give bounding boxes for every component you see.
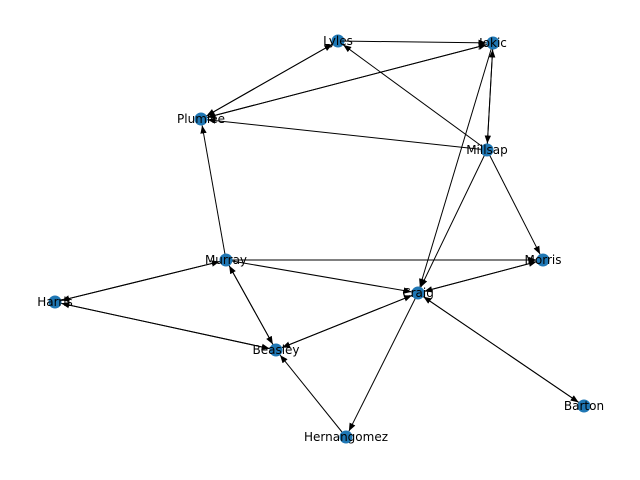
- edge-jokic-to-plumlee: [207, 42, 494, 119]
- node-label-lyles: Lyles: [323, 34, 353, 48]
- edge-lyles-to-jokic: [337, 39, 487, 47]
- edge-beasley-to-craig: [275, 294, 413, 351]
- edge-jokic-to-millsap: [484, 42, 494, 144]
- edge-plumlee-to-lyles: [200, 43, 333, 120]
- node-lyles: [331, 34, 345, 48]
- edge-morris-to-craig: [424, 259, 544, 293]
- node-plumlee: [194, 112, 208, 126]
- edge-barton-to-craig: [423, 296, 585, 407]
- node-label-beasley: Beasley: [252, 343, 299, 357]
- node-label-murray: Murray: [205, 253, 247, 267]
- edge-jokic-to-craig: [419, 42, 494, 287]
- node-hernangomez: [339, 430, 353, 444]
- node-beasley: [269, 343, 283, 357]
- node-label-barton: Barton: [564, 399, 604, 413]
- edge-layer: [54, 39, 585, 438]
- edge-murray-to-plumlee: [200, 125, 227, 261]
- edge-millsap-to-plumlee: [207, 117, 488, 151]
- node-label-jokic: Jokic: [478, 36, 507, 50]
- node-layer: [48, 34, 591, 444]
- node-label-millsap: Millsap: [466, 143, 508, 157]
- node-label-craig: Craig: [402, 286, 434, 300]
- node-label-harris: Harris: [37, 295, 73, 309]
- edge-beasley-to-harris: [61, 301, 277, 351]
- node-label-hernangomez: Hernangomez: [304, 430, 388, 444]
- edge-hernangomez-to-beasley: [279, 354, 347, 438]
- node-jokic: [486, 36, 500, 50]
- edge-murray-to-craig: [225, 259, 412, 294]
- node-millsap: [480, 143, 494, 157]
- node-harris: [48, 295, 62, 309]
- node-morris: [536, 253, 550, 267]
- edge-millsap-to-morris: [486, 149, 541, 255]
- edge-harris-to-murray: [54, 260, 220, 303]
- edge-beasley-to-murray: [228, 265, 277, 351]
- node-murray: [219, 253, 233, 267]
- edge-millsap-to-craig: [420, 149, 488, 288]
- node-label-morris: Morris: [525, 253, 562, 267]
- node-label-plumlee: Plumlee: [177, 112, 225, 126]
- node-craig: [411, 286, 425, 300]
- edge-craig-to-hernangomez: [348, 292, 419, 432]
- edge-millsap-to-lyles: [342, 44, 488, 151]
- node-barton: [577, 399, 591, 413]
